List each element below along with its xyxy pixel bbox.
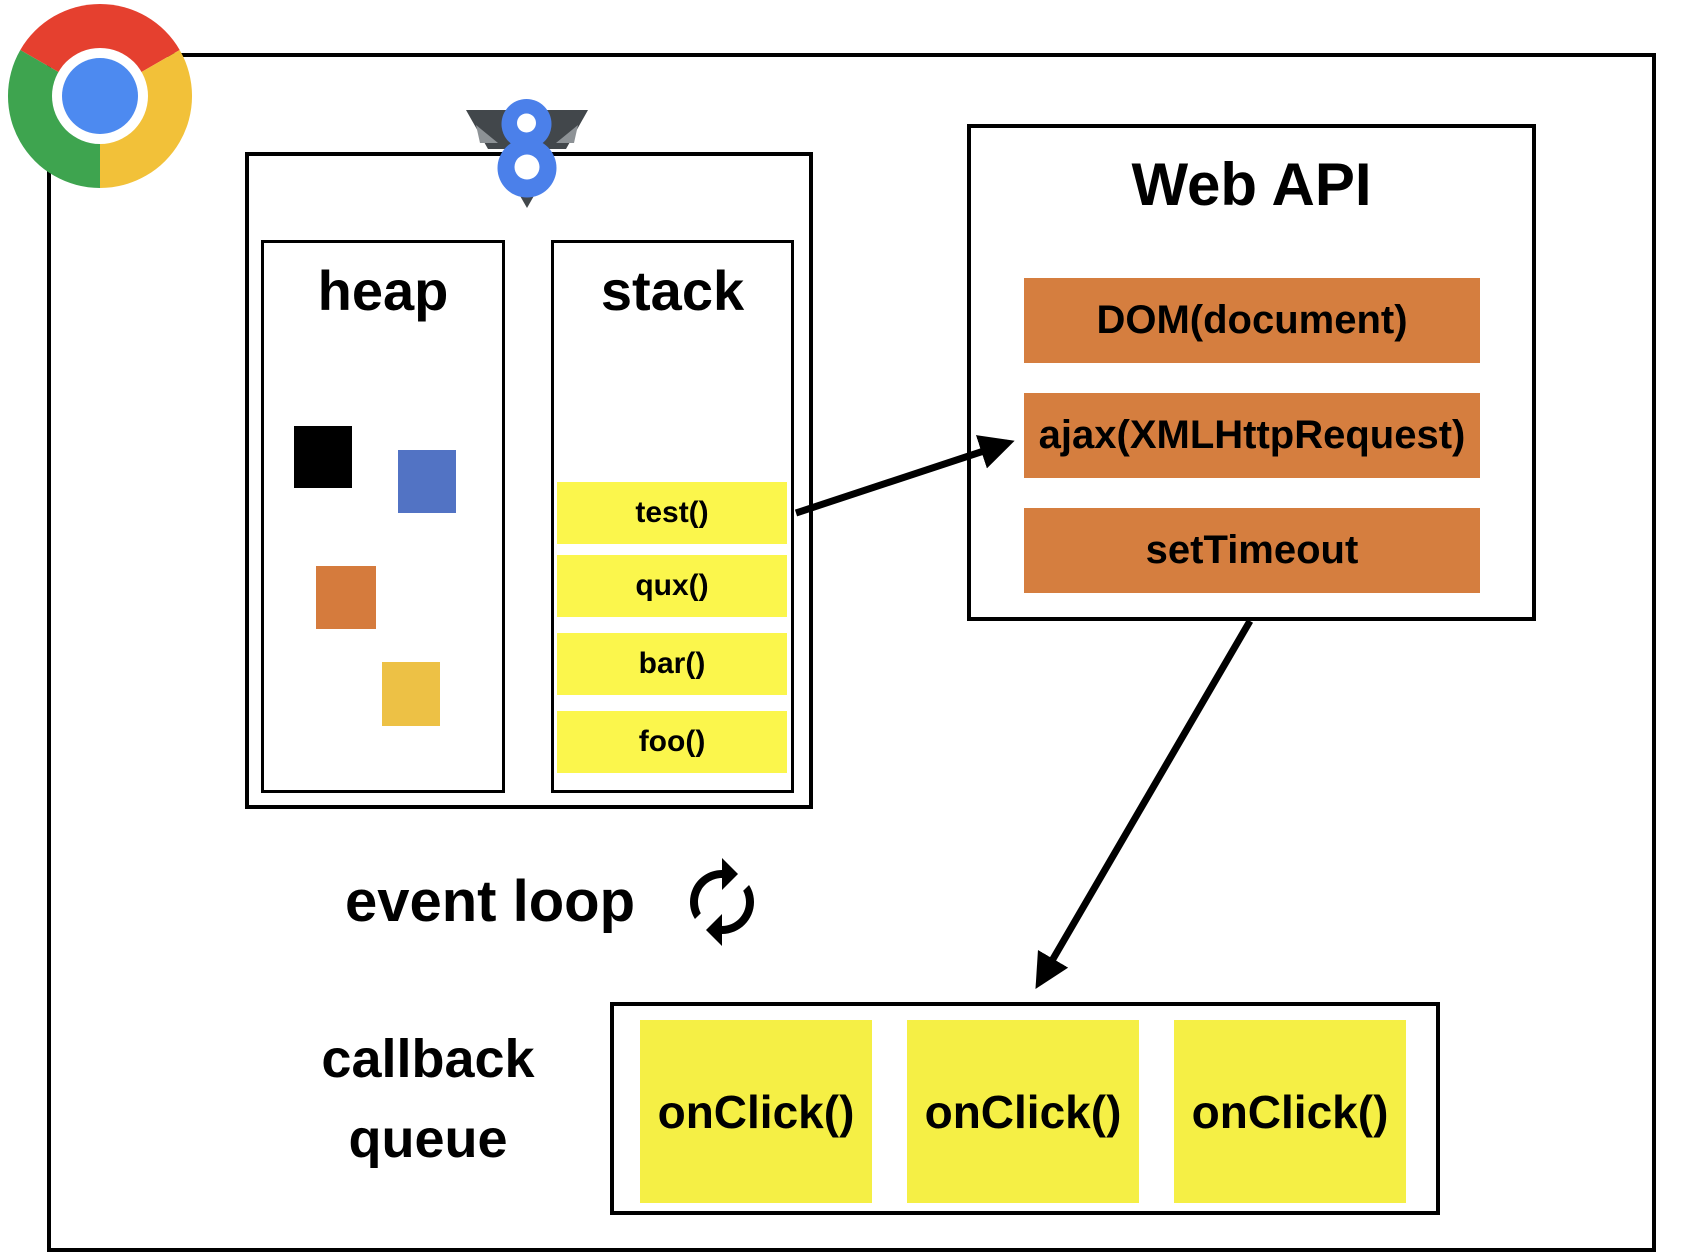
chrome-logo-icon bbox=[7, 3, 193, 189]
stack-frame: test() bbox=[557, 482, 787, 544]
event-loop-label: event loop bbox=[344, 869, 636, 934]
stack-label: stack bbox=[600, 259, 745, 322]
heap-box bbox=[261, 240, 505, 793]
web-api-title: Web API bbox=[1131, 151, 1372, 218]
heap-object-black bbox=[294, 426, 352, 488]
callback-queue-item: onClick() bbox=[907, 1020, 1139, 1203]
web-api-item: DOM(document) bbox=[1024, 278, 1480, 363]
refresh-cycle-icon bbox=[690, 858, 754, 946]
heap-object-gold bbox=[382, 662, 440, 726]
callback-queue-label-line1: callback bbox=[321, 1029, 535, 1089]
stack-frame: qux() bbox=[557, 555, 787, 617]
web-api-item: setTimeout bbox=[1024, 508, 1480, 593]
heap-object-orange bbox=[316, 566, 376, 629]
callback-queue-label-line2: queue bbox=[348, 1109, 508, 1169]
callback-queue-item: onClick() bbox=[640, 1020, 872, 1203]
v8-logo-icon bbox=[466, 99, 588, 208]
stack-frame: bar() bbox=[557, 633, 787, 695]
stack-frame: foo() bbox=[557, 711, 787, 773]
callback-queue-item: onClick() bbox=[1174, 1020, 1406, 1203]
heap-object-blue bbox=[398, 450, 456, 513]
heap-label: heap bbox=[317, 259, 449, 322]
web-api-item: ajax(XMLHttpRequest) bbox=[1024, 393, 1480, 478]
